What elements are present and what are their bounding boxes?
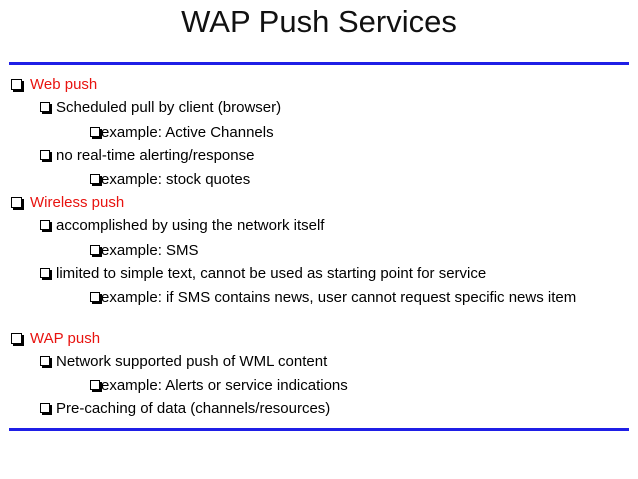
list-item: no real-time alerting/response	[40, 146, 254, 166]
example-label: example: Active Channels	[101, 124, 274, 141]
list-item: accomplished by using the network itself	[40, 216, 324, 236]
list-item: Pre-caching of data (channels/resources)	[40, 399, 330, 419]
checkbox-bullet-icon	[40, 150, 50, 160]
checkbox-bullet-icon	[40, 403, 50, 413]
section-wireless-push: Wireless push	[9, 193, 124, 213]
checkbox-bullet-icon	[90, 174, 100, 184]
checkbox-bullet-icon	[90, 245, 100, 255]
bottom-divider	[9, 428, 629, 431]
item-label: Pre-caching of data (channels/resources)	[56, 400, 331, 417]
item-label: no real-time alerting/response	[56, 147, 255, 164]
example-item: example: SMS	[90, 241, 199, 261]
example-label: example: SMS	[101, 242, 199, 259]
example-item: example: Alerts or service indications	[90, 376, 348, 396]
checkbox-bullet-icon	[11, 197, 22, 208]
example-label: example: Alerts or service indications	[101, 377, 348, 394]
checkbox-bullet-icon	[40, 102, 50, 112]
checkbox-bullet-icon	[90, 292, 100, 302]
checkbox-bullet-icon	[11, 79, 22, 90]
section-label: Web push	[30, 76, 98, 93]
checkbox-bullet-icon	[90, 127, 100, 137]
list-item: Network supported push of WML content	[40, 352, 327, 372]
top-divider	[9, 62, 629, 65]
item-label: Scheduled pull by client (browser)	[56, 99, 282, 116]
checkbox-bullet-icon	[40, 356, 50, 366]
section-label: WAP push	[30, 330, 101, 347]
section-wap-push: WAP push	[9, 329, 100, 349]
list-item: Scheduled pull by client (browser)	[40, 98, 281, 118]
checkbox-bullet-icon	[90, 380, 100, 390]
page-title: WAP Push Services	[181, 4, 457, 39]
checkbox-bullet-icon	[11, 333, 22, 344]
checkbox-bullet-icon	[40, 220, 50, 230]
example-item: example: Active Channels	[90, 123, 274, 143]
checkbox-bullet-icon	[40, 268, 50, 278]
example-item: example: stock quotes	[90, 170, 250, 190]
list-item: limited to simple text, cannot be used a…	[40, 264, 486, 284]
example-label: example: if SMS contains news, user cann…	[101, 289, 577, 306]
example-label: example: stock quotes	[101, 171, 251, 188]
item-label: limited to simple text, cannot be used a…	[56, 265, 487, 282]
item-label: Network supported push of WML content	[56, 353, 328, 370]
section-web-push: Web push	[9, 75, 97, 95]
example-item: example: if SMS contains news, user cann…	[90, 288, 601, 308]
section-label: Wireless push	[30, 194, 125, 211]
item-label: accomplished by using the network itself	[56, 217, 325, 234]
